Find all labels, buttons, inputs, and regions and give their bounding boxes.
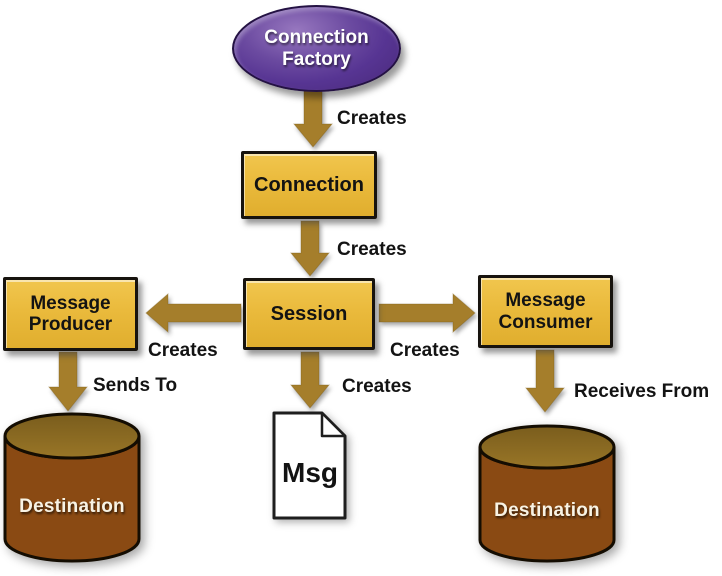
connection-factory-label: Connection Factory xyxy=(264,27,369,70)
connection-label: Connection xyxy=(254,173,364,196)
node-message-consumer: Message Consumer xyxy=(478,275,613,348)
edge-label-sends-to: Sends To xyxy=(93,375,178,396)
node-message-producer: Message Producer xyxy=(3,277,138,351)
node-destination-left: Destination xyxy=(2,410,142,566)
message-consumer-label: Message Consumer xyxy=(498,290,593,333)
edge-label-creates-consumer: Creates xyxy=(390,340,460,361)
node-destination-right: Destination xyxy=(477,423,617,565)
node-connection-factory: Connection Factory xyxy=(232,5,401,92)
arrow-connection-to-session xyxy=(289,220,331,277)
message-producer-label: Message Producer xyxy=(28,292,113,335)
edge-label-creates-connection: Creates xyxy=(337,108,407,129)
arrow-factory-to-connection xyxy=(292,87,334,148)
node-msg: Msg xyxy=(271,410,349,522)
document-icon xyxy=(272,411,347,520)
cylinder-icon xyxy=(478,424,616,563)
node-connection: Connection xyxy=(241,151,377,219)
arrow-session-to-producer xyxy=(145,292,242,334)
edge-label-receives-from: Receives From xyxy=(574,381,710,402)
arrow-session-to-consumer xyxy=(378,292,476,334)
session-label: Session xyxy=(270,302,348,325)
edge-label-creates-producer: Creates xyxy=(148,340,218,361)
arrow-consumer-to-destination xyxy=(524,349,566,413)
cylinder-icon xyxy=(3,412,141,563)
arrow-producer-to-destination xyxy=(47,351,89,412)
edge-label-creates-msg: Creates xyxy=(342,376,412,397)
arrow-session-to-msg xyxy=(289,351,331,409)
edge-label-creates-session: Creates xyxy=(337,239,407,260)
node-session: Session xyxy=(243,278,375,350)
